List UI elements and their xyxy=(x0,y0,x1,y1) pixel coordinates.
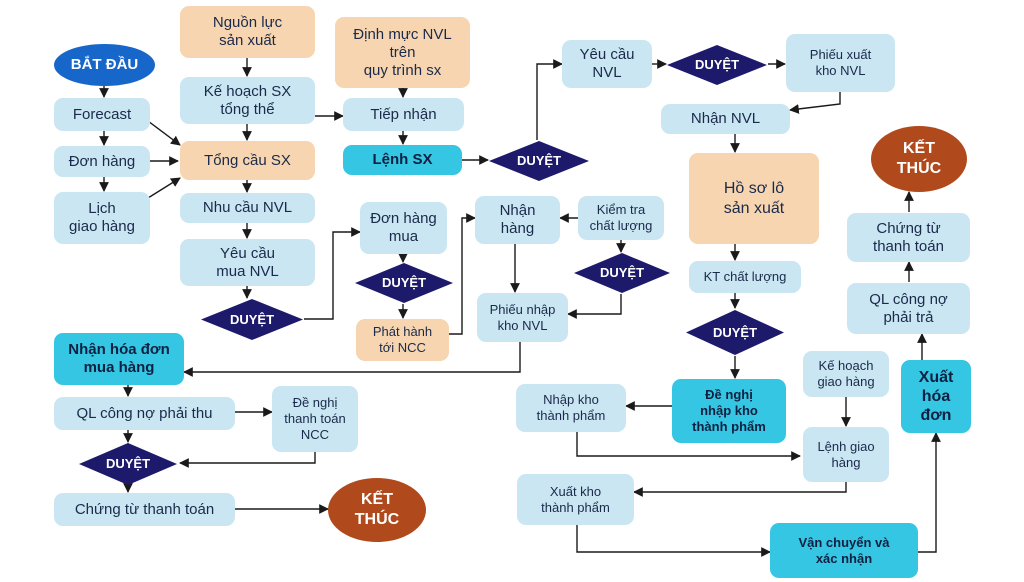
yeu-cau-mua-box: Yêu cầu mua NVL xyxy=(180,239,315,286)
nguon-luc-box: Nguồn lực sản xuất xyxy=(180,6,315,58)
duyet-decision-4: DUYỆT xyxy=(573,252,671,294)
edge-duyet1-donhangmua xyxy=(304,227,361,320)
ke-hoach-sx-box: Kế hoạch SX tổng thể xyxy=(180,77,315,124)
lich-giao-hang-box: Lịch giao hàng xyxy=(54,192,150,244)
nhan-nvl-box: Nhận NVL xyxy=(661,104,790,134)
dinh-muc-box: Định mực NVL trên quy trình sx xyxy=(335,17,470,88)
nhan-hang-box: Nhận hàng xyxy=(475,196,560,244)
lenh-sx-box: Lệnh SX xyxy=(343,145,462,175)
xuat-hoa-don-box: Xuất hóa đơn xyxy=(901,360,971,433)
edge-phieunhap-nhanhoadon xyxy=(183,342,521,377)
tong-cau-box: Tổng cầu SX xyxy=(180,141,315,180)
nhan-hoa-don-box: Nhận hóa đơn mua hàng xyxy=(54,333,184,385)
duyet-decision-2: DUYỆT xyxy=(488,140,590,182)
kiem-tra-box: Kiểm tra chất lượng xyxy=(578,196,664,240)
edge-vanchuyen-xuathoadon xyxy=(918,432,941,553)
don-hang-mua-box: Đơn hàng mua xyxy=(360,202,447,254)
edge-lich-tongcau xyxy=(147,177,181,199)
edge-xuatkho-vanchuyen xyxy=(576,525,771,557)
phieu-nhap-box: Phiếu nhập kho NVL xyxy=(477,293,568,342)
van-chuyen-box: Vận chuyển và xác nhận xyxy=(770,523,918,578)
edge-lenhgiao-xuatkho xyxy=(633,482,847,497)
lenh-giao-box: Lệnh giao hàng xyxy=(803,427,889,482)
duyet-decision-3: DUYỆT xyxy=(354,262,454,304)
de-nghi-tt-box: Đề nghị thanh toán NCC xyxy=(272,386,358,452)
edge-forecast-tongcau xyxy=(147,120,181,146)
edge-phathanh-nhanhang xyxy=(449,213,476,335)
duyet-decision-5: DUYỆT xyxy=(666,44,768,86)
ho-so-box: Hồ sơ lô sản xuất xyxy=(689,153,819,244)
edge-phieuxuat-nhannvl xyxy=(789,92,841,114)
diamond-shape xyxy=(686,310,784,355)
ql-phai-tra-box: QL công nợ phải trả xyxy=(847,283,970,334)
de-nghi-nhap-box: Đề nghị nhập kho thành phẩm xyxy=(672,379,786,443)
chung-tu-tt-right-box: Chứng từ thanh toán xyxy=(847,213,970,262)
start-node: BẮT ĐẦU xyxy=(54,44,155,86)
ket-thuc-right-node: KẾT THÚC xyxy=(871,126,967,192)
edge-duyet4-phieunhap xyxy=(567,294,622,319)
ket-thuc-left-node: KẾT THÚC xyxy=(328,478,426,542)
diamond-shape xyxy=(489,141,589,181)
edge-denghi-duyet7 xyxy=(179,452,316,468)
phieu-xuat-box: Phiếu xuất kho NVL xyxy=(786,34,895,92)
diamond-shape xyxy=(355,263,453,303)
edge-duyet2-yeucaunvl xyxy=(536,59,563,140)
tiep-nhan-box: Tiếp nhận xyxy=(343,98,464,131)
forecast-box: Forecast xyxy=(54,98,150,131)
diamond-shape xyxy=(201,299,303,340)
don-hang-box: Đơn hàng xyxy=(54,146,150,177)
duyet-decision-1: DUYỆT xyxy=(200,298,304,341)
diamond-shape xyxy=(667,45,767,85)
kt-chat-luong-box: KT chất lượng xyxy=(689,261,801,293)
duyet-decision-6: DUYỆT xyxy=(685,309,785,356)
nhap-kho-tp-box: Nhập kho thành phẩm xyxy=(516,384,626,432)
chung-tu-tt-left-box: Chứng từ thanh toán xyxy=(54,493,235,526)
diamond-shape xyxy=(79,443,177,485)
diamond-shape xyxy=(574,253,670,293)
ke-hoach-gh-box: Kế hoạch giao hàng xyxy=(803,351,889,397)
phat-hanh-box: Phát hành tới NCC xyxy=(356,319,449,361)
duyet-decision-7: DUYỆT xyxy=(78,442,178,486)
nhu-cau-nvl-box: Nhu cầu NVL xyxy=(180,193,315,223)
ql-phai-thu-box: QL công nợ phải thu xyxy=(54,397,235,430)
yeu-cau-nvl-box: Yêu cầu NVL xyxy=(562,40,652,88)
edge-nhapkho-lenhgiao xyxy=(576,432,801,461)
xuat-kho-tp-box: Xuất kho thành phẩm xyxy=(517,474,634,525)
